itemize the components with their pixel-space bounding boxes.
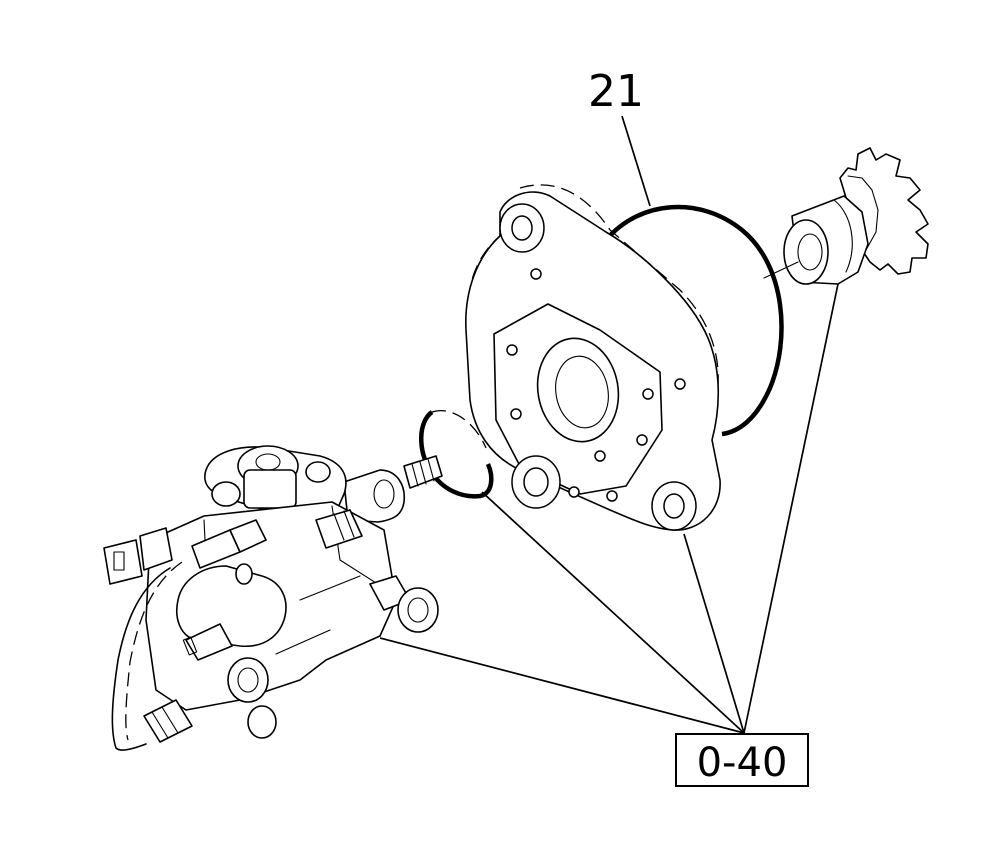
part-callout-21[interactable]: 21: [588, 66, 651, 207]
drive-gear: [763, 147, 929, 285]
reference-box-label: 0-40: [697, 740, 788, 786]
reference-callout[interactable]: 0-40: [379, 283, 839, 787]
leader-line-pump: [379, 637, 745, 734]
leader-line-flange: [683, 533, 745, 734]
part-number-label: 21: [588, 66, 644, 117]
leader-line-small-o-ring: [481, 491, 745, 734]
injection-pump-assembly: [103, 445, 443, 751]
part-21-leader-line: [621, 115, 651, 207]
large-o-ring: [604, 204, 784, 437]
shaft-key-line: [763, 261, 799, 279]
flange-housing: [465, 184, 721, 531]
leader-line-gear: [743, 283, 839, 734]
small-o-ring: [419, 410, 494, 499]
reference-box: [675, 733, 809, 787]
